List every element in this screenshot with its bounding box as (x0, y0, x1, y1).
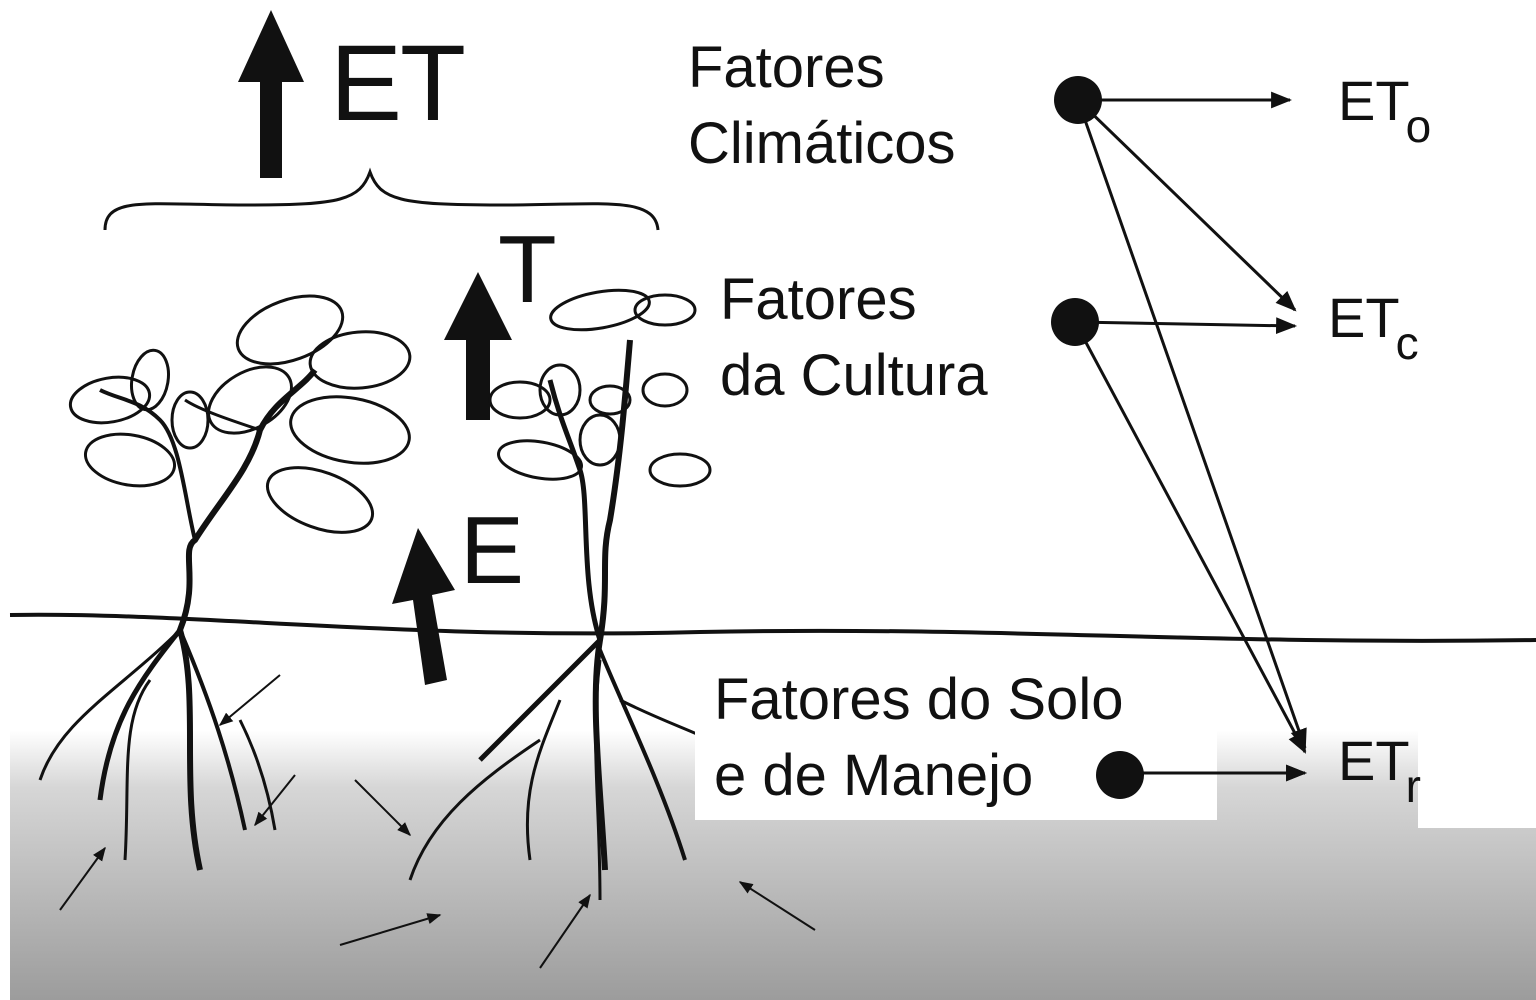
climate-factors-label: Fatores Climáticos (688, 35, 956, 176)
et-label: ET (330, 22, 466, 143)
etr-label: ETr (1338, 729, 1421, 812)
left-plant (38, 294, 412, 871)
t-arrow (444, 272, 512, 420)
t-label: T (498, 216, 557, 323)
soil-water-arrows (59, 674, 816, 969)
brace (103, 167, 660, 231)
soil-factors-label: Fatores do Solo e de Manejo (714, 667, 1124, 808)
etc-label: ETc (1328, 286, 1419, 369)
e-arrow (392, 528, 455, 685)
crop-factors-label: Fatores da Cultura (720, 267, 988, 408)
eto-label: ETo (1338, 69, 1432, 152)
et-arrow (238, 10, 304, 178)
e-label: E (460, 497, 525, 604)
ground-line (9, 612, 1536, 643)
climate-factor-dot (1054, 76, 1102, 124)
right-plant (408, 288, 712, 901)
crop-factor-dot (1051, 298, 1099, 346)
etr-label-box (1418, 730, 1536, 828)
